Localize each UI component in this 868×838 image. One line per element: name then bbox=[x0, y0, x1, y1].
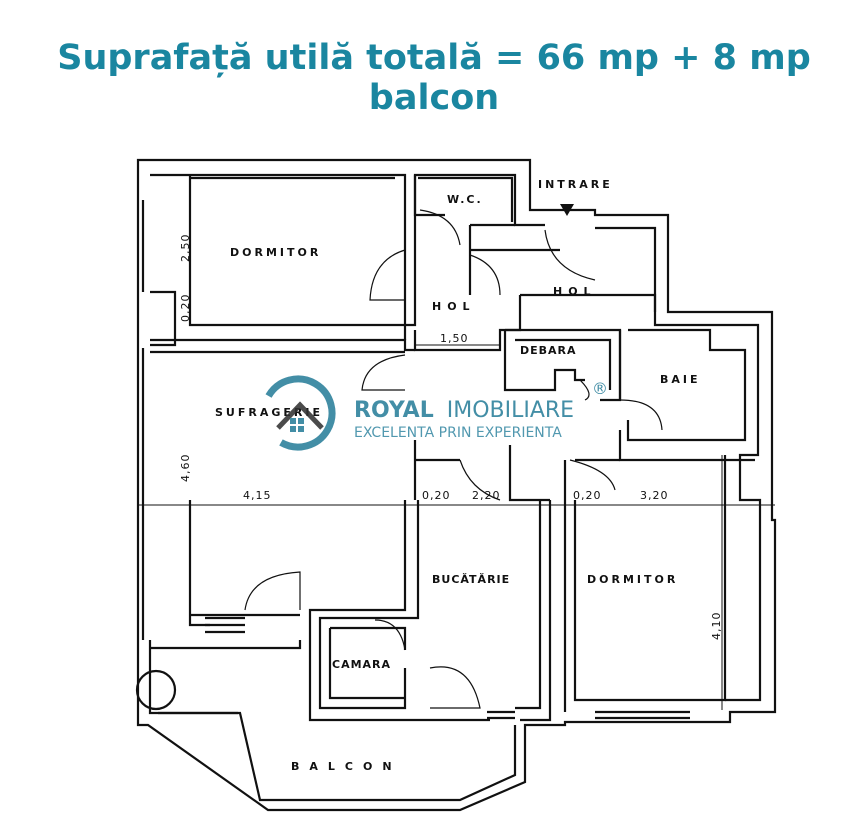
door-sufragerie bbox=[361, 354, 406, 391]
bucatarie-window bbox=[487, 710, 515, 720]
dim-2-20: 2,20 bbox=[472, 489, 501, 502]
watermark: ROYAL IMOBILIARE ® EXCELENTA PRIN EXPERI… bbox=[260, 375, 608, 451]
dim-4-10: 4,10 bbox=[710, 612, 723, 641]
sufragerie-window bbox=[205, 616, 245, 634]
bucatarie-right bbox=[515, 500, 552, 722]
dim-1-50: 1,50 bbox=[440, 332, 469, 345]
debara-inner bbox=[515, 338, 612, 390]
watermark-house-icon bbox=[260, 375, 336, 451]
left-notch bbox=[150, 290, 177, 347]
balcon-inner bbox=[150, 640, 302, 715]
bucatarie-wall bbox=[308, 500, 490, 722]
dim-3-20: 3,20 bbox=[640, 489, 669, 502]
dim-0-20-left: 0,20 bbox=[179, 294, 192, 323]
sufragerie-wall bbox=[150, 338, 415, 354]
label-debara: DEBARA bbox=[520, 344, 577, 357]
label-bucatarie: BUCĂTĂRIE bbox=[432, 573, 510, 586]
outer-wall-outer bbox=[136, 158, 777, 812]
door-bucatarie-balcon bbox=[429, 666, 481, 709]
label-hol-1: HOL bbox=[432, 300, 476, 313]
label-dormitor-1: DORMITOR bbox=[230, 246, 321, 259]
balcon-column bbox=[135, 669, 177, 711]
hol-mid-wall bbox=[413, 295, 522, 352]
outer-wall-inner bbox=[150, 173, 762, 702]
label-baie: BAIE bbox=[660, 373, 701, 386]
door-baie bbox=[619, 399, 663, 431]
door-dormitor1 bbox=[369, 249, 406, 301]
watermark-brand-light: IMOBILIARE bbox=[447, 398, 574, 423]
label-hol-2: HOL bbox=[553, 285, 597, 298]
balcon-wall bbox=[148, 640, 517, 802]
watermark-registered: ® bbox=[592, 379, 608, 398]
camara-wall bbox=[328, 626, 407, 700]
page-title: Suprafață utilă totală = 66 mp + 8 mp ba… bbox=[57, 38, 811, 118]
label-wc: W.C. bbox=[447, 193, 483, 206]
door-intrare bbox=[544, 229, 596, 281]
svg-text:ROYAL IMOBILIARE: ROYAL IMOBILIARE bbox=[354, 398, 574, 423]
intrare-arrow bbox=[560, 204, 574, 216]
baie-wall bbox=[626, 328, 747, 442]
label-dormitor-2: DORMITOR bbox=[587, 573, 678, 586]
wc-wall bbox=[413, 175, 515, 227]
hol-wall bbox=[468, 225, 657, 312]
dormitor1-wall bbox=[188, 175, 407, 340]
watermark-tagline: EXCELENTA PRIN EXPERIENTA bbox=[354, 425, 562, 441]
dim-4-60: 4,60 bbox=[179, 454, 192, 483]
door-hol-bottom-left bbox=[459, 459, 501, 501]
dormitor2-wall bbox=[563, 455, 727, 712]
door-hol bbox=[469, 254, 501, 296]
sufragerie-bottom bbox=[188, 500, 300, 627]
label-balcon: BALCON bbox=[291, 760, 402, 773]
dim-0-20-b: 0,20 bbox=[573, 489, 602, 502]
door-debara bbox=[579, 379, 590, 401]
sufragerie-right-wall bbox=[413, 440, 550, 502]
dim-0-20-a: 0,20 bbox=[422, 489, 451, 502]
dim-4-15: 4,15 bbox=[243, 489, 272, 502]
label-camara: CAMARA bbox=[332, 658, 391, 671]
door-balcon bbox=[244, 571, 301, 611]
label-intrare: INTRARE bbox=[538, 178, 613, 191]
watermark-brand-bold: ROYAL bbox=[354, 398, 434, 423]
door-hol-bottom-right bbox=[569, 459, 616, 491]
door-wc bbox=[419, 209, 461, 246]
dormitor2-window bbox=[595, 710, 690, 720]
dim-2-50: 2,50 bbox=[179, 234, 192, 263]
door-bucatarie bbox=[374, 619, 406, 651]
wc-inner bbox=[418, 176, 514, 222]
